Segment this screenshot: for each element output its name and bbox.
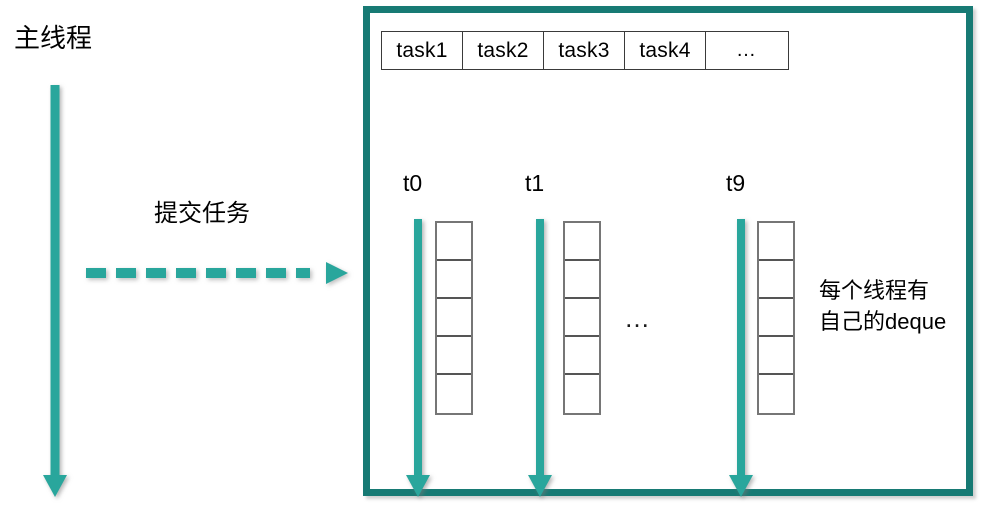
deque-cell: [759, 375, 793, 413]
dashed-arrow-head: [326, 262, 348, 284]
thread-arrow-head: [729, 475, 753, 497]
thread-arrow-shaft: [737, 219, 745, 475]
deque-cell: [437, 375, 471, 413]
thread-arrow-t1: [526, 219, 554, 497]
task-queue-cell-ellipsis: …: [736, 39, 758, 61]
task-queue-cell: task4: [625, 32, 706, 69]
deque-cell: [759, 337, 793, 375]
deque-cell: [759, 299, 793, 337]
thread-label-t1: t1: [525, 170, 545, 196]
thread-arrow-head: [406, 475, 430, 497]
submit-task-dashed-arrow: [86, 262, 348, 284]
main-thread-arrow-head: [43, 475, 67, 497]
thread-label-t9: t9: [726, 170, 746, 196]
deque-cell: [437, 337, 471, 375]
task-queue-cell: task3: [544, 32, 625, 69]
deque-cell: [565, 261, 599, 299]
submit-task-label: 提交任务: [154, 200, 250, 227]
main-thread-arrow-shaft: [50, 85, 60, 475]
deque-t9: [757, 221, 795, 415]
deque-cell: [565, 223, 599, 261]
task-queue-cell: task2: [463, 32, 544, 69]
deque-cell: [565, 337, 599, 375]
threads-ellipsis: …: [624, 303, 653, 333]
deque-cell: [437, 223, 471, 261]
deque-t0: [435, 221, 473, 415]
deque-note-line2: 自己的deque: [819, 309, 947, 334]
deque-cell: [437, 261, 471, 299]
deque-cell: [437, 299, 471, 337]
thread-arrow-t9: [727, 219, 755, 497]
thread-label-t0: t0: [403, 170, 423, 196]
deque-cell: [759, 261, 793, 299]
main-thread-label: 主线程: [14, 23, 93, 53]
thread-arrow-shaft: [536, 219, 544, 475]
deque-t1: [563, 221, 601, 415]
task-queue-table: task1 task2 task3 task4 …: [381, 31, 789, 70]
deque-note: 每个线程有 自己的deque: [819, 275, 946, 337]
dashed-arrow-line: [86, 268, 310, 278]
thread-arrow-t0: [404, 219, 432, 497]
deque-cell: [565, 375, 599, 413]
thread-arrow-shaft: [414, 219, 422, 475]
task-queue-cell: task1: [382, 32, 463, 69]
deque-note-line1: 每个线程有: [819, 278, 930, 303]
thread-arrow-head: [528, 475, 552, 497]
deque-cell: [565, 299, 599, 337]
deque-cell: [759, 223, 793, 261]
main-thread-arrow: [39, 85, 71, 497]
